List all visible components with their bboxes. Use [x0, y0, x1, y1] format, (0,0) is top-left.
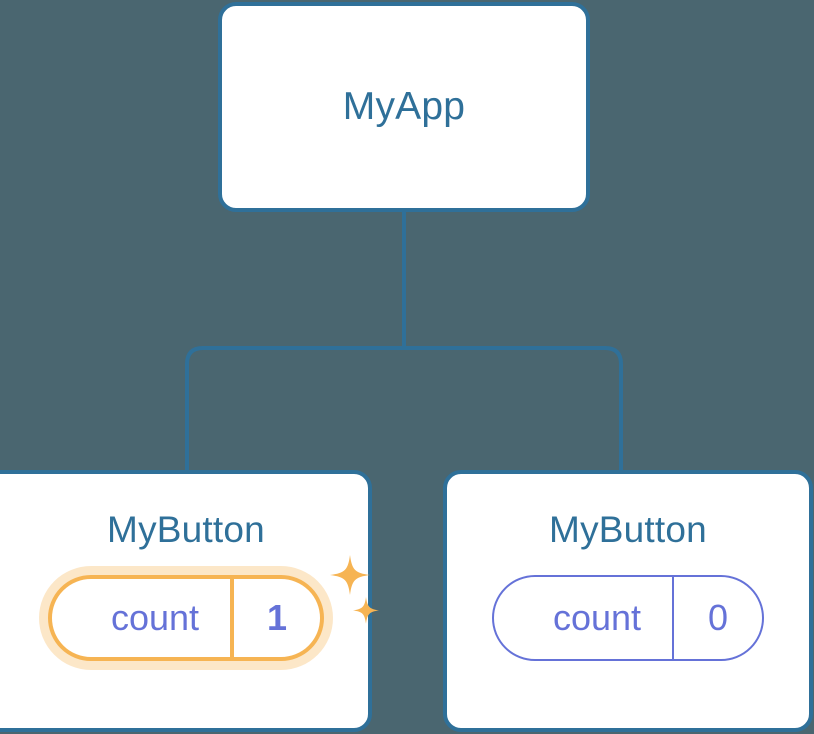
node-myapp[interactable]: MyApp [218, 2, 590, 212]
edge-branch-bar [185, 346, 623, 470]
node-title-root: MyApp [342, 84, 466, 128]
node-title-left: MyButton [107, 509, 265, 550]
node-title-right: MyButton [549, 509, 707, 550]
state-value-right: 0 [672, 576, 762, 659]
node-mybutton-left[interactable]: MyButton count 1 [0, 470, 379, 732]
state-key-right: count [552, 596, 642, 638]
sparkle-group [330, 554, 379, 624]
state-pill-left[interactable]: count 1 [48, 574, 324, 661]
state-pill-right[interactable]: count 0 [492, 574, 764, 661]
state-key-left: count [110, 596, 200, 638]
state-pill-left-wrapper: count 1 [48, 554, 379, 661]
state-value-left: 1 [230, 578, 320, 657]
node-mybutton-right[interactable]: MyButton count 0 [443, 470, 813, 732]
sparkle-icon [330, 554, 370, 595]
state-pill-right-wrapper: count 0 [492, 574, 764, 661]
